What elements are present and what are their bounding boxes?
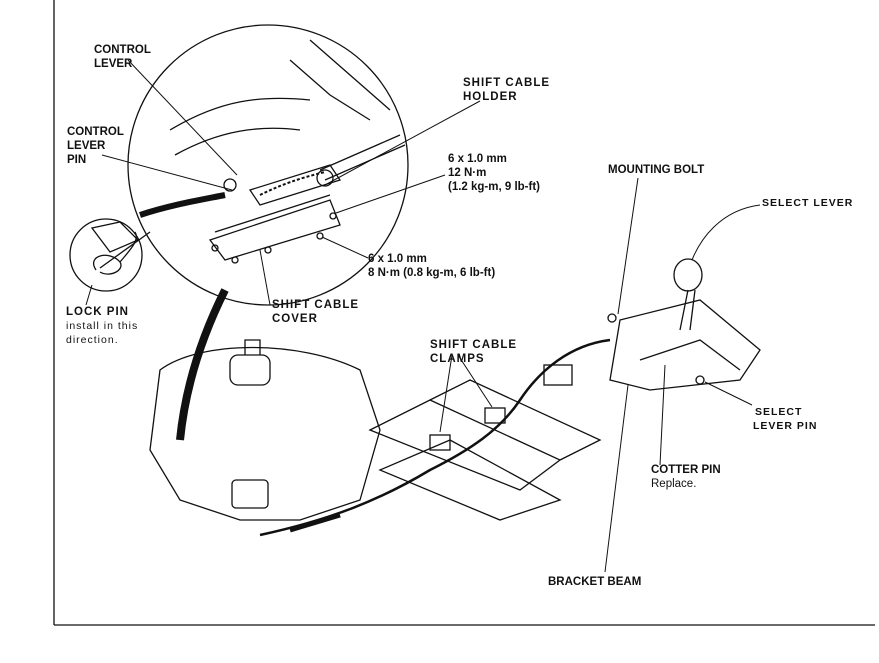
label-cotter-pin: COTTER PIN Replace. — [651, 463, 721, 491]
label-select-lever: SELECT LEVER — [762, 197, 854, 209]
label-line: CONTROL — [67, 126, 124, 138]
shift-cable — [259, 338, 611, 537]
lock-pin-drawing — [90, 221, 151, 275]
label-line: SHIFT CABLE — [430, 339, 518, 351]
label-line: COTTER PIN — [651, 464, 721, 476]
label-line: SHIFT CABLE — [272, 299, 360, 311]
label-line: LEVER — [67, 140, 106, 152]
label-line: 12 N·m — [448, 167, 487, 179]
label-line: LEVER PIN — [753, 420, 818, 432]
label-line: COVER — [272, 313, 318, 325]
label-lock-pin: LOCK PIN install in this direction. — [66, 305, 138, 347]
label-line: LOCK PIN — [66, 306, 129, 318]
label-note: direction. — [66, 334, 119, 346]
shift-cable-cover-drawing — [169, 39, 406, 264]
detail-view-circle — [127, 24, 409, 306]
label-torque-cover-bolt: 6 x 1.0 mm 8 N·m (0.8 kg-m, 6 lb-ft) — [368, 252, 495, 280]
label-shift-cable-holder: SHIFT CABLE HOLDER — [463, 76, 550, 104]
transmission-drawing — [149, 339, 381, 521]
cable-end-spring — [289, 512, 341, 533]
label-control-lever-pin: CONTROL LEVER PIN — [67, 125, 124, 167]
label-note: install in this — [66, 320, 139, 332]
leader-lines — [85, 59, 761, 573]
label-line: LEVER — [94, 58, 133, 70]
label-control-lever: CONTROL LEVER — [94, 43, 151, 71]
label-line: 8 N·m (0.8 kg-m, 6 lb-ft) — [368, 267, 496, 279]
label-torque-holder-bolt: 6 x 1.0 mm 12 N·m (1.2 kg-m, 9 lb-ft) — [448, 152, 540, 194]
label-note: Replace. — [651, 478, 697, 490]
shift-cable-clamp — [484, 407, 506, 424]
label-bracket-beam: BRACKET BEAM — [548, 576, 642, 588]
label-mounting-bolt: MOUNTING BOLT — [608, 164, 705, 176]
label-line: CONTROL — [94, 44, 151, 56]
label-line: PIN — [67, 154, 87, 166]
label-shift-cable-clamps: SHIFT CABLE CLAMPS — [430, 338, 517, 366]
label-select-lever-pin: SELECT LEVER PIN — [753, 405, 817, 433]
bracket-beam-drawing — [368, 379, 602, 521]
label-line: 6 x 1.0 mm — [448, 153, 507, 165]
label-line: CLAMPS — [430, 353, 485, 365]
detail-connector-band — [139, 192, 226, 218]
label-line: 6 x 1.0 mm — [368, 253, 427, 265]
shift-cable-clamp — [429, 434, 451, 451]
label-line: (1.2 kg-m, 9 lb-ft) — [448, 181, 541, 193]
lock-pin-detail-circle — [69, 218, 143, 292]
cable-grommet — [543, 364, 573, 386]
detail-connector-band — [176, 288, 229, 441]
label-line: SHIFT CABLE — [463, 77, 551, 89]
label-line: SELECT — [755, 406, 803, 418]
label-shift-cable-cover: SHIFT CABLE COVER — [272, 298, 359, 326]
label-line: HOLDER — [463, 91, 518, 103]
select-lever-assembly — [607, 258, 761, 391]
